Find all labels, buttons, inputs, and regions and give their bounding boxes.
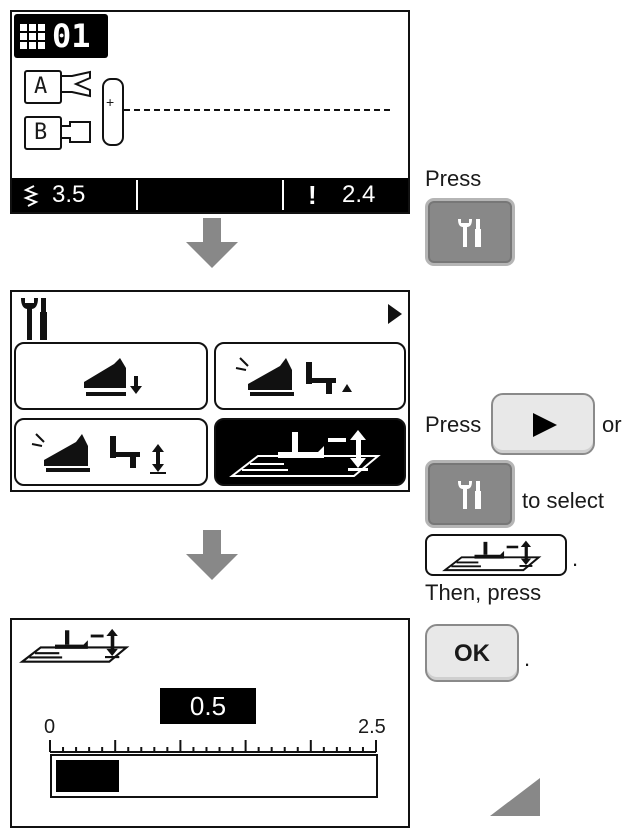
fabric-sensor-icon <box>442 540 542 572</box>
scale-min: 0 <box>44 716 56 738</box>
grid-icon <box>20 24 45 49</box>
fabric-sensor-icon <box>229 430 381 477</box>
stitch-length-icon: ! <box>308 180 317 210</box>
right-arrow-button[interactable] <box>491 393 595 455</box>
stitch-length-value: 2.4 <box>342 181 376 208</box>
fabric-sensor-key-icon <box>425 534 567 576</box>
level-fill <box>56 760 120 792</box>
instruction-period-1: . <box>572 546 579 571</box>
lcd-screen-settings <box>10 290 410 492</box>
instruction-to-select: to select <box>522 488 604 513</box>
foot-label-b: B <box>24 116 62 150</box>
scale-max: 2.5 <box>358 716 386 738</box>
wrench-screwdriver-icon <box>21 298 47 340</box>
stitch-width-value: 3.5 <box>52 181 86 208</box>
pattern-number: 01 <box>52 17 91 55</box>
wrench-screwdriver-icon <box>458 219 481 247</box>
fabric-sensor-icon <box>18 628 130 663</box>
pivot-foot-icon <box>31 433 166 474</box>
ok-label: OK <box>454 640 490 667</box>
settings-button[interactable] <box>425 460 515 528</box>
arrow-down-icon <box>186 218 238 268</box>
presser-foot-a-icon <box>62 70 91 98</box>
instruction-or: or <box>602 412 622 437</box>
needle-position-marker <box>102 78 124 146</box>
instruction-period-2: . <box>524 646 531 671</box>
instruction-press-2: Press <box>425 412 482 437</box>
stitch-width-icon <box>23 185 39 207</box>
value-box: 0.5 <box>160 688 256 724</box>
scale-ticks <box>49 740 377 753</box>
needle-plus-icon: + <box>106 94 115 110</box>
instruction-then-press: Then, press <box>425 580 542 605</box>
foot-label-a: A <box>24 70 62 104</box>
setting-cell-foot-height[interactable] <box>14 342 208 410</box>
arrow-corner-icon <box>490 778 540 816</box>
stitch-line <box>124 109 390 111</box>
status-divider-2 <box>282 180 284 210</box>
current-value: 0.5 <box>189 691 227 721</box>
presser-foot-height-icon <box>84 358 142 396</box>
wrench-screwdriver-icon <box>458 481 481 509</box>
settings-button[interactable] <box>425 198 515 266</box>
setting-cell-pivot-foot[interactable] <box>14 418 208 486</box>
instruction-press-1: Press <box>425 166 482 191</box>
pivot-height-icon <box>235 357 352 396</box>
level-bar <box>50 754 378 798</box>
arrow-down-icon <box>186 530 238 580</box>
lcd-screen-fabric-sensor: 0.5 0 2.5 <box>10 618 410 828</box>
presser-foot-b-icon <box>62 121 91 143</box>
play-right-icon <box>533 413 557 437</box>
lcd-screen-pattern: 01 A B + 3.5 ! 2.4 <box>10 10 410 214</box>
status-bar: 3.5 ! 2.4 <box>12 178 408 212</box>
pattern-number-box: 01 <box>14 14 108 58</box>
page-right-icon <box>388 304 402 324</box>
ok-button[interactable]: OK <box>425 624 519 682</box>
status-divider-1 <box>136 180 138 210</box>
setting-cell-pivot-height[interactable] <box>214 342 406 410</box>
setting-cell-fabric-sensor[interactable] <box>214 418 406 486</box>
